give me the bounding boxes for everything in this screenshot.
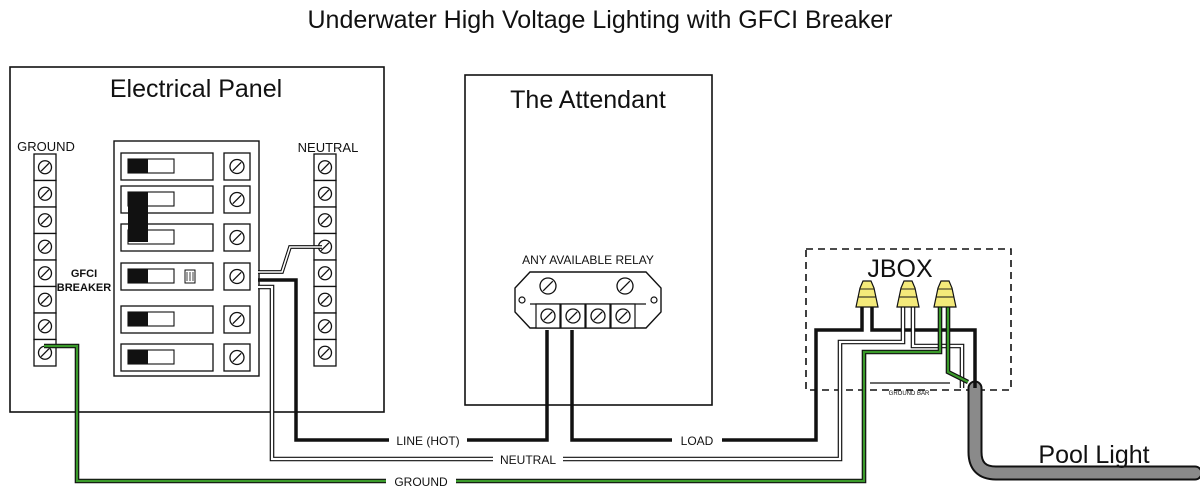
neutral-bar-terminal [313,179,337,208]
ground-bar-screw-icon [37,239,53,254]
neutral-bar-screw-icon [317,160,333,175]
neutral-bar-screw-icon [317,292,333,307]
neutral-bar-terminal [313,232,337,261]
breaker-screw-icon [229,268,245,285]
ground-bar-terminal [33,338,57,367]
pool-light-conduit [969,382,1200,479]
neutral-label-bg [493,452,563,467]
relay-bottom-terminal [535,303,561,329]
neutral-bar-terminal [313,312,337,341]
double-pole-handle [128,192,148,242]
breaker [120,152,251,181]
neutral-bar-terminal [313,285,337,314]
ground-bar-screw-icon [37,213,53,228]
neutral-bar-screw-icon [317,266,333,281]
neutral-bar-terminal [313,153,337,182]
neutral-bar-terminal [313,338,337,367]
neutral-bar-label: NEUTRAL [298,140,359,155]
relay-screw-icon [590,308,606,324]
relay-label: ANY AVAILABLE RELAY [522,253,654,267]
ground-label-bg [386,474,456,489]
ground-wire-label: GROUND [394,475,448,489]
jbox-ground-bar-label: GROUND BAR [889,391,930,397]
gfci-label-line2: BREAKER [57,282,111,294]
breaker [120,305,251,334]
neutral-bar-terminal [313,206,337,235]
breaker-screw-icon [229,158,245,175]
diagram-title: Underwater High Voltage Lighting with GF… [307,6,892,34]
pool-light-ground-lead [946,307,969,383]
relay-terminals [535,277,636,329]
neutral-wire-label: NEUTRAL [500,453,556,467]
relay-top-screw-icon [539,277,557,295]
breaker-screw-icon [229,229,245,246]
ground-bar-screw-icon [37,319,53,334]
wire-nut-icon [855,280,879,308]
pool-light-hot-lead [870,307,977,388]
ground-bar-label: GROUND [17,139,75,154]
breaker-screw-icon [229,349,245,366]
breaker [120,343,251,372]
load-wire [570,307,864,442]
pool-light-neutral-lead [911,307,964,388]
neutral-pigtail-wire-core [258,246,322,273]
line-label-bg [389,432,467,448]
gfci-test-button-icon [184,269,196,284]
breaker-screw-icon [229,191,245,208]
ground-bar-terminal [33,232,57,261]
load-label-bg [672,432,722,448]
wire-nuts [855,280,957,308]
relay-screw-icon [615,308,631,324]
ground-terminal-bar [33,153,57,367]
ground-wire [44,307,942,483]
attendant-box [464,74,713,406]
relay-top-screw-icon [616,277,634,295]
electrical-panel-box [9,66,385,413]
neutral-wire [258,285,905,461]
ground-bar-terminal [33,206,57,235]
breaker-bank [120,152,251,372]
gfci-label-line1: GFCI [71,268,97,280]
neutral-bar-screw-icon [317,213,333,228]
neutral-bar-screw-icon [317,186,333,201]
ground-bar-screw-icon [37,345,53,360]
electrical-panel-label: Electrical Panel [110,75,282,103]
neutral-bar-screw-icon [317,345,333,360]
ground-bar-terminal [33,259,57,288]
jbox-box [805,248,1012,391]
relay-bottom-terminal [610,303,636,329]
line-hot-label: LINE (HOT) [396,434,459,448]
pool-light-label: Pool Light [1038,441,1149,469]
wire-nut-icon [896,280,920,308]
ground-bar-terminal [33,179,57,208]
ground-bar-terminal [33,153,57,182]
gfci-breaker [120,262,251,291]
ground-bar-screw-icon [37,160,53,175]
neutral-bar-screw-icon [317,319,333,334]
line-hot-wire [258,278,549,442]
relay-bottom-terminal [560,303,586,329]
load-label: LOAD [681,434,714,448]
relay-bottom-terminal [585,303,611,329]
breaker-screw-icon [229,311,245,328]
ground-bar-terminal [33,312,57,341]
relay-mount-hole-right [650,296,658,304]
relay-mount-hole-left [518,296,526,304]
ground-bar-screw-icon [37,266,53,281]
ground-bar-screw-icon [37,292,53,307]
attendant-label: The Attendant [510,86,666,114]
jbox-label: JBOX [867,255,933,283]
neutral-bar-terminal [313,259,337,288]
neutral-terminal-bar [313,153,337,367]
relay-screw-icon [540,308,556,324]
neutral-pigtail-wire [258,245,322,274]
ground-bar-terminal [33,285,57,314]
ground-bar-screw-icon [37,186,53,201]
wire-nut-icon [933,280,957,308]
relay-screw-icon [565,308,581,324]
